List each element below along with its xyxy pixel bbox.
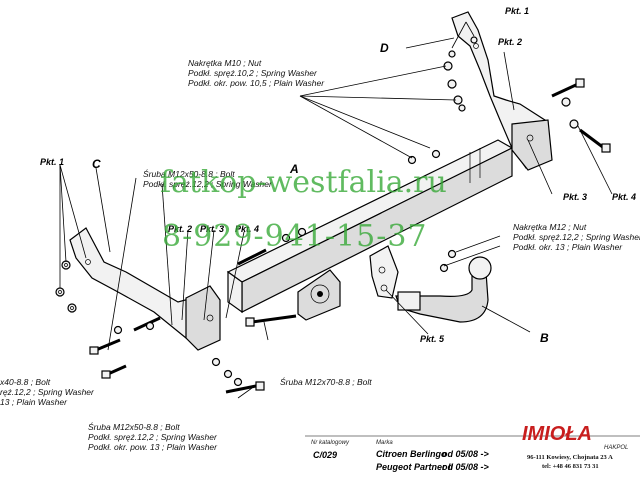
callout-line: ręż.12,2 ; Spring Washer [0,387,95,397]
callout-line: Podkł. spręż.12,2 ; Spring Washer [143,179,273,189]
bolt [579,128,611,153]
vehicle-model-2: Peugeot Partner II [376,462,454,472]
leader-lines [59,21,613,399]
bolt [101,364,127,379]
letter-d: D [380,41,389,55]
callout-line: Podkł. okr. pow. 10,5 ; Plain Washer [188,78,325,88]
right-bracket-d [451,11,553,171]
callout-m12-nut: Nakrętka M12 ; Nut Podkł. spręż.12,2 ; S… [513,222,640,252]
catalog-number: C/029 [313,450,337,460]
tow-ball-neck [395,256,492,323]
pkt-label-top1: Pkt. 1 [505,6,529,16]
letter-c: C [92,157,101,171]
bolt [237,248,267,266]
vehicle-from-1: od 05/08 -> [442,449,490,459]
callout-line: 13 ; Plain Washer [0,397,68,407]
catalog-label: Nr katalogowy [311,440,350,446]
callout-line: Nakrętka M10 ; Nut [188,58,262,68]
washer-group [55,36,579,387]
bolt [551,78,585,98]
callout-m10: Nakrętka M10 ; Nut Podkł. spręż.10,2 ; S… [188,58,325,88]
title-block: Nr katalogowy C/029 Marka Citroen Berlin… [305,435,640,472]
pkt-label-top2: Pkt. 2 [498,37,522,47]
callout-m12x70: Śruba M12x70-8.8 ; Bolt [280,376,372,387]
vehicle-from-2: od 05/08 -> [442,462,490,472]
main-crossbar-beam [226,139,514,314]
watermark-phone: 8-929-941-15-37 [162,219,428,254]
brand-phone: tel: +48 46 831 73 31 [542,463,599,470]
pkt-label-pkt5: Pkt. 5 [420,334,445,344]
callout-line: Podkł. spręż.12,2 ; Spring Washer [88,432,218,442]
brand-logo: IMIOŁA HAKPOL 96-111 Kowiesy, Chojnata 2… [522,423,628,470]
bolt [245,314,297,327]
callout-line: Śruba M12x70-8.8 ; Bolt [280,376,372,387]
pkt-label-top4: Pkt. 4 [612,192,636,202]
logo-text: IMIOŁA [522,423,592,445]
logo-sub: HAKPOL [604,445,628,451]
bolt [225,381,265,394]
callout-line: Śruba M12x50-8.8 ; Bolt [143,168,235,179]
callout-line: Śruba M12x50-8.8 ; Bolt [88,421,180,432]
callout-line: x40-8.8 ; Bolt [0,377,51,387]
brand-address: 96-111 Kowiesy, Chojnata 23 A [527,454,613,461]
pkt-label-mid2: Pkt. 2 [168,224,192,234]
pkt-label-mid4: Pkt. 4 [235,224,259,234]
marka-label: Marka [376,440,393,446]
pkt-label-mid3: Pkt. 3 [200,224,224,234]
bolt-group [89,78,611,394]
callout-m12x40: x40-8.8 ; Bolt ręż.12,2 ; Spring Washer … [0,377,95,407]
bolt [89,338,121,355]
callout-m12-upper: Śruba M12x50-8.8 ; Bolt Podkł. spręż.12,… [143,168,273,189]
callout-line: Podkł. spręż.10,2 ; Spring Washer [188,68,318,78]
pkt-label-top3: Pkt. 3 [563,192,587,202]
watermark-site: fatkop-westfalia.ru [160,165,447,200]
callout-line: Podkł. spręż.12,2 ; Spring Washer [513,232,640,242]
vehicle-model-1: Citroen Berlingo [376,449,447,459]
left-bracket-c [69,227,221,351]
callout-line: Podkł. okr. 13 ; Plain Washer [513,242,623,252]
callout-line: Nakrętka M12 ; Nut [513,222,587,232]
callout-m12x50-lower: Śruba M12x50-8.8 ; Bolt Podkł. spręż.12,… [88,421,218,452]
letter-a: A [289,162,299,176]
pkt-label-left1: Pkt. 1 [40,157,64,167]
callout-line: Podkł. okr. pow. 13 ; Plain Washer [88,442,218,452]
center-mount-plate [369,245,399,299]
socket-plate [297,269,341,321]
letter-b: B [540,331,549,345]
